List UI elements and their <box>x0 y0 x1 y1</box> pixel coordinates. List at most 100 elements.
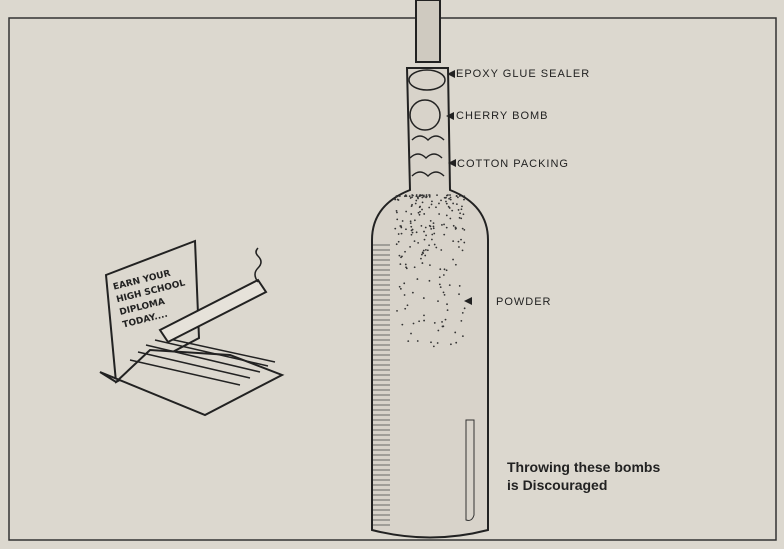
powder-dot <box>409 245 411 248</box>
powder-dot <box>432 345 435 348</box>
powder-dot <box>413 266 416 269</box>
powder-dot <box>403 282 406 285</box>
powder-dot <box>399 287 402 290</box>
powder-dot <box>449 196 452 199</box>
powder-dot <box>421 262 424 264</box>
powder-dot <box>443 223 445 226</box>
powder-dot <box>448 197 450 200</box>
bottle-highlight <box>465 419 475 521</box>
powder-dot <box>400 232 403 235</box>
powder-dot <box>458 216 461 219</box>
powder-dot <box>437 329 440 332</box>
powder-dot <box>396 309 398 312</box>
powder-dots <box>394 194 466 348</box>
caption: Throwing these bombs is Discouraged <box>507 458 660 494</box>
bottle-shading-lines <box>373 244 390 526</box>
powder-dot <box>409 220 412 223</box>
powder-dot <box>443 294 446 296</box>
powder-dot <box>461 249 464 252</box>
powder-dot <box>442 291 445 294</box>
powder-dot <box>445 269 448 272</box>
powder-dot <box>452 258 454 261</box>
powder-dot <box>455 341 458 344</box>
powder-dot <box>417 211 420 214</box>
powder-dot <box>421 201 424 204</box>
caption-line-2: is Discouraged <box>507 477 608 493</box>
powder-dot <box>411 196 413 199</box>
powder-dot <box>446 303 448 306</box>
powder-dot <box>452 224 455 227</box>
powder-dot <box>454 331 457 334</box>
frame-border <box>8 17 777 541</box>
bottle <box>371 67 489 539</box>
powder-dot <box>423 238 426 241</box>
powder-dot <box>423 319 425 322</box>
powder-dot <box>455 203 458 206</box>
powder-dot <box>425 194 428 196</box>
powder-dot <box>457 209 460 211</box>
powder-dot <box>458 195 461 197</box>
powder-dot <box>422 297 425 299</box>
powder-dot <box>454 263 457 266</box>
powder-dot <box>396 211 398 214</box>
powder-dot <box>398 254 401 257</box>
powder-dot <box>445 214 448 217</box>
powder-dot <box>429 264 431 267</box>
powder-dot <box>415 231 418 234</box>
powder-dot <box>422 194 425 197</box>
powder-dot <box>403 294 406 296</box>
label-cotton-packing: COTTON PACKING <box>457 158 569 170</box>
powder-dot <box>394 227 397 230</box>
powder-dot <box>457 240 460 243</box>
powder-dot <box>396 198 399 201</box>
label-powder: POWDER <box>496 296 552 308</box>
powder-dot <box>421 251 424 254</box>
powder-dot <box>449 198 452 201</box>
powder-dot <box>430 203 433 206</box>
powder-dot <box>458 246 460 248</box>
powder-dot <box>419 210 421 213</box>
powder-dot <box>449 194 451 196</box>
powder-dot <box>401 220 404 222</box>
powder-dot <box>398 285 401 288</box>
powder-dot <box>442 325 445 328</box>
powder-dot <box>422 249 425 252</box>
powder-dot <box>423 213 426 215</box>
powder-dot <box>410 213 413 215</box>
powder-dot <box>439 286 442 289</box>
powder-dot <box>411 228 414 231</box>
powder-dot <box>399 263 402 266</box>
powder-dot <box>463 307 466 310</box>
powder-dot <box>404 195 406 197</box>
powder-dot <box>451 209 454 212</box>
powder-dot <box>428 279 431 282</box>
powder-dot <box>432 227 435 230</box>
powder-dot <box>408 195 411 198</box>
powder-dot <box>445 226 448 229</box>
powder-dot <box>454 228 457 230</box>
powder-dot <box>405 228 407 231</box>
powder-dot <box>420 225 423 227</box>
powder-dot <box>407 340 410 343</box>
powder-dot <box>442 274 445 276</box>
powder-dot <box>395 243 398 246</box>
powder-dot <box>423 314 425 317</box>
powder-dot <box>404 263 407 266</box>
powder-dot <box>461 335 464 338</box>
powder-dot <box>449 217 452 220</box>
powder-dot <box>437 300 439 303</box>
powder-dot <box>410 233 413 236</box>
powder-dot <box>458 293 460 296</box>
cherry-bomb <box>408 69 446 178</box>
powder-dot <box>412 322 415 325</box>
powder-dot <box>422 195 425 198</box>
powder-dot <box>416 278 419 280</box>
powder-dot <box>433 322 436 324</box>
powder-dot <box>429 219 432 222</box>
powder-dot <box>395 195 398 197</box>
powder-dot <box>398 195 401 197</box>
powder-dot <box>461 227 464 230</box>
powder-dot <box>461 311 464 314</box>
powder-dot <box>463 198 465 201</box>
